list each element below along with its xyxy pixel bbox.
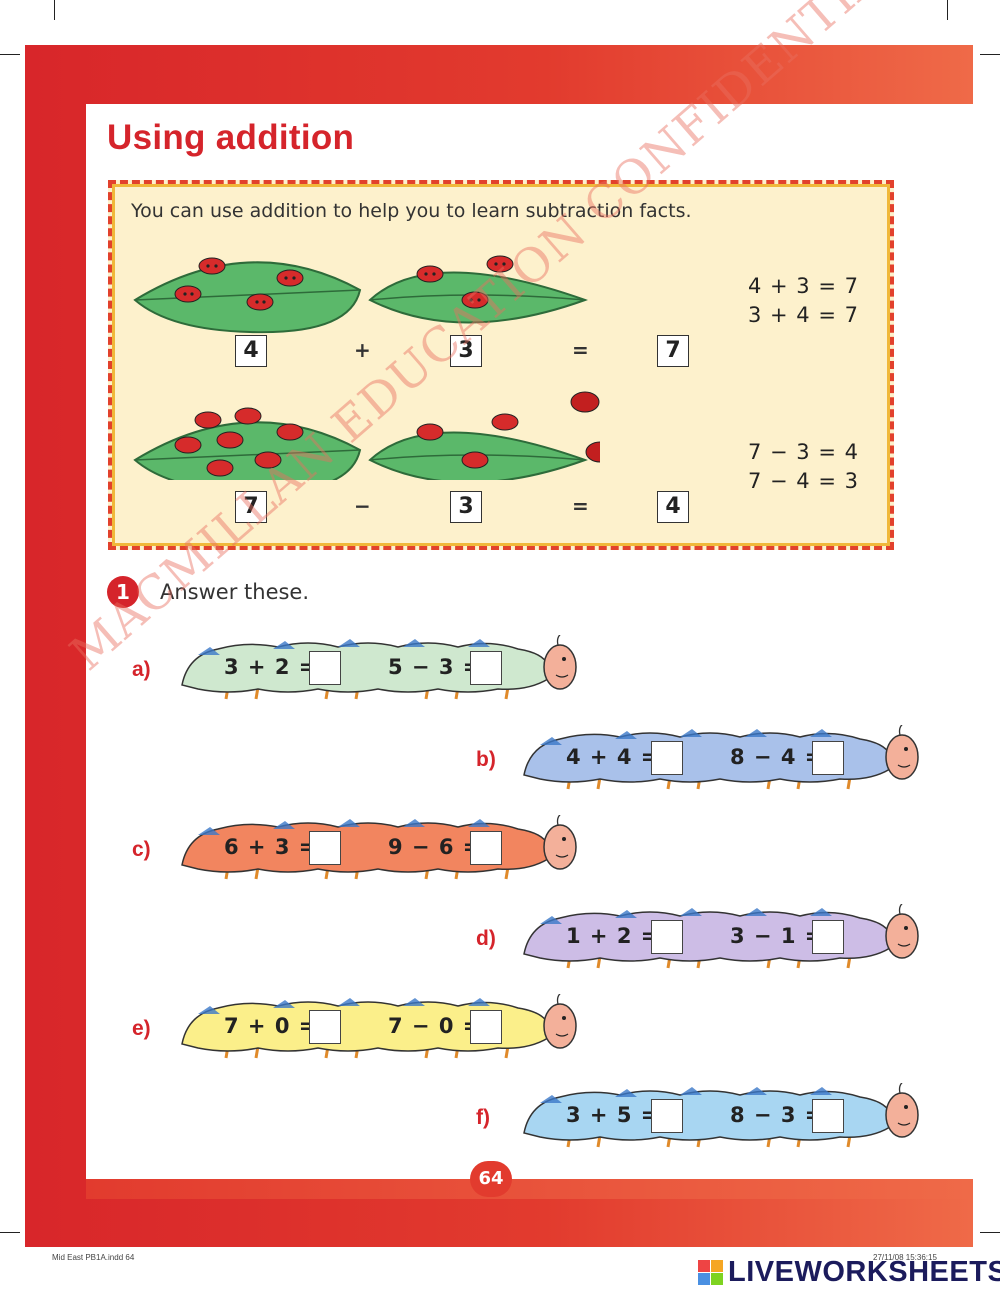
addition-equation: 7 + 0 =	[224, 1014, 318, 1038]
example-subtrahend-box: 3	[450, 491, 482, 523]
crop-mark	[0, 1232, 20, 1233]
fact-addition: 4 + 3 = 7	[748, 274, 859, 298]
exercise-label: b)	[476, 748, 496, 771]
subtraction-equation: 8 − 4 =	[730, 745, 824, 769]
page-title: Using addition	[107, 118, 355, 157]
fact-subtraction: 7 − 4 = 3	[748, 469, 859, 493]
answer-input[interactable]	[812, 920, 844, 954]
answer-input[interactable]	[470, 1010, 502, 1044]
flying-ladybird-icon	[570, 391, 600, 463]
caterpillar-icon	[181, 635, 577, 700]
exercise-label: f)	[476, 1106, 490, 1129]
exercise-label: e)	[132, 1017, 151, 1040]
subtraction-equation: 8 − 3 =	[730, 1103, 824, 1127]
answer-input[interactable]	[309, 651, 341, 685]
equals-sign: =	[572, 338, 589, 362]
example-difference-box: 4	[657, 491, 689, 523]
caterpillar-exercise: 3 + 5 = 8 − 3 =	[520, 1083, 920, 1153]
plus-sign: +	[354, 338, 371, 362]
ladybird-icon	[174, 257, 304, 311]
equals-sign: =	[572, 494, 589, 518]
example-addend-box: 4	[235, 335, 267, 367]
liveworksheets-brand: LIVEWORKSHEETS	[728, 1256, 1000, 1288]
example-addend-box: 3	[450, 335, 482, 367]
footer-timestamp: 27/11/08 15:36:15	[873, 1253, 937, 1262]
answer-input[interactable]	[470, 831, 502, 865]
caterpillar-icon	[523, 904, 919, 969]
page-number: 64	[470, 1161, 512, 1197]
crop-mark	[0, 54, 20, 55]
ladybird-icon	[416, 255, 514, 309]
liveworksheets-logo-icon	[698, 1260, 723, 1285]
minus-sign: −	[354, 494, 371, 518]
answer-input[interactable]	[309, 1010, 341, 1044]
caterpillar-exercise: 1 + 2 = 3 − 1 =	[520, 904, 920, 974]
question-text: Answer these.	[160, 580, 310, 604]
crop-mark	[980, 54, 1000, 55]
ladybird-icon	[174, 407, 304, 477]
subtraction-equation: 3 − 1 =	[730, 924, 824, 948]
answer-input[interactable]	[651, 741, 683, 775]
answer-input[interactable]	[470, 651, 502, 685]
answer-input[interactable]	[651, 1099, 683, 1133]
caterpillar-exercise: 4 + 4 = 8 − 4 =	[520, 725, 920, 795]
caterpillar-exercise: 3 + 2 = 5 − 3 =	[178, 635, 578, 705]
answer-input[interactable]	[309, 831, 341, 865]
fact-addition: 3 + 4 = 7	[748, 303, 859, 327]
ladybird-icon	[416, 413, 519, 469]
subtraction-equation: 5 − 3 =	[388, 655, 482, 679]
bottom-band	[86, 1179, 973, 1199]
caterpillar-icon	[181, 815, 577, 880]
example-intro: You can use addition to help you to lear…	[131, 200, 692, 222]
addition-equation: 3 + 5 =	[566, 1103, 660, 1127]
exercise-label: c)	[132, 838, 151, 861]
addition-equation: 1 + 2 =	[566, 924, 660, 948]
exercise-label: d)	[476, 927, 496, 950]
footer-file-info: Mid East PB1A.indd 64	[52, 1253, 135, 1262]
answer-input[interactable]	[812, 1099, 844, 1133]
exercise-label: a)	[132, 658, 151, 681]
caterpillar-icon	[523, 1083, 919, 1148]
addition-equation: 4 + 4 =	[566, 745, 660, 769]
crop-mark	[980, 1232, 1000, 1233]
crop-mark	[947, 0, 948, 20]
caterpillar-icon	[181, 994, 577, 1059]
leaf-icon	[133, 261, 362, 334]
leaves-illustration	[133, 255, 600, 480]
caterpillar-exercise: 6 + 3 = 9 − 6 =	[178, 815, 578, 885]
crop-mark	[54, 0, 55, 20]
subtraction-equation: 7 − 0 =	[388, 1014, 482, 1038]
example-sum-box: 7	[657, 335, 689, 367]
question-number-badge: 1	[107, 576, 139, 608]
caterpillar-exercise: 7 + 0 = 7 − 0 =	[178, 994, 578, 1064]
answer-input[interactable]	[812, 741, 844, 775]
answer-input[interactable]	[651, 920, 683, 954]
fact-subtraction: 7 − 3 = 4	[748, 440, 859, 464]
subtraction-equation: 9 − 6 =	[388, 835, 482, 859]
addition-equation: 6 + 3 =	[224, 835, 318, 859]
addition-equation: 3 + 2 =	[224, 655, 318, 679]
caterpillar-icon	[523, 725, 919, 790]
example-minuend-box: 7	[235, 491, 267, 523]
